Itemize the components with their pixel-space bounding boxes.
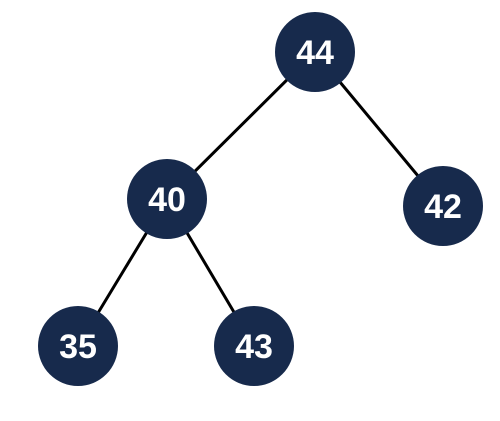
node-label: 43: [235, 328, 273, 366]
tree-node-35: 35: [38, 306, 118, 386]
node-circle: [214, 306, 294, 386]
tree-node-44: 44: [275, 12, 355, 92]
node-circle: [275, 12, 355, 92]
node-circle: [127, 159, 207, 239]
tree-node-42: 42: [403, 166, 483, 246]
tree-nodes: 44 40 42 35 43: [38, 12, 483, 386]
node-label: 42: [424, 188, 462, 226]
node-circle: [38, 306, 118, 386]
tree-node-43: 43: [214, 306, 294, 386]
tree-node-40: 40: [127, 159, 207, 239]
node-label: 44: [296, 34, 334, 72]
node-circle: [403, 166, 483, 246]
node-label: 35: [59, 328, 97, 366]
node-label: 40: [148, 181, 186, 219]
